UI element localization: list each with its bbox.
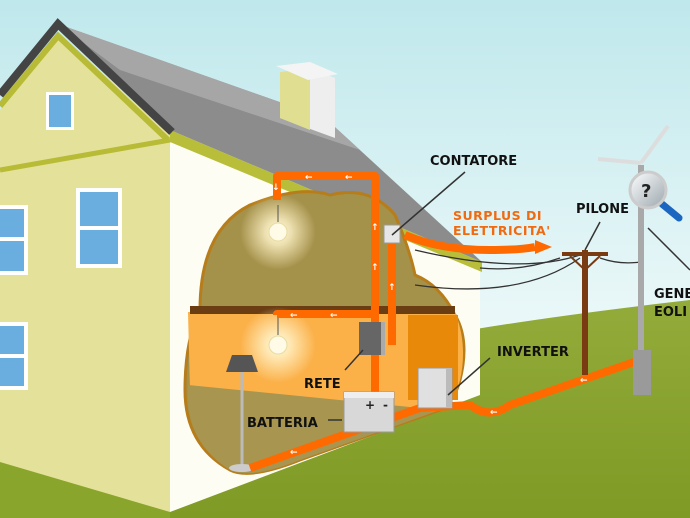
label-surplus-1: SURPLUS DI: [453, 208, 542, 223]
chimney-cap: [276, 62, 338, 80]
inverter-box-icon: [417, 367, 453, 409]
meter-box-icon: [383, 224, 401, 244]
front-trim: [0, 31, 171, 143]
power-wires: [248, 172, 642, 472]
front-band: [0, 137, 171, 173]
battery-plus: +: [365, 398, 375, 412]
svg-text:←: ←: [345, 173, 353, 183]
battery-icon: + -: [343, 391, 395, 433]
flow-arrows: ← ← ← ← ↑ ↑ ↑ ↓ ← ← ←: [272, 173, 588, 458]
floor-lamp-icon: [226, 355, 258, 472]
window-upper-left: [0, 205, 28, 275]
overhead-cables: [414, 249, 641, 290]
svg-text:←: ←: [305, 173, 313, 183]
light-bulb-icon: [268, 318, 288, 355]
label-batteria: BATTERIA: [247, 416, 318, 431]
magnifier-help-icon[interactable]: ?: [628, 170, 683, 222]
svg-text:↑: ↑: [371, 223, 379, 233]
svg-text:↑: ↑: [388, 283, 396, 293]
label-contatore: CONTATORE: [430, 154, 517, 169]
label-generatore-1: GENE: [654, 287, 690, 302]
chimney-front: [280, 68, 310, 130]
svg-text:←: ←: [580, 376, 588, 386]
svg-text:←: ←: [290, 311, 298, 321]
wind-turbine-icon: [597, 124, 670, 395]
svg-text:←: ←: [330, 311, 338, 321]
label-inverter: INVERTER: [497, 345, 569, 360]
utility-pole-icon: [562, 250, 608, 375]
front-roof-edge: [0, 18, 175, 135]
light-bulb-icon: [268, 205, 288, 242]
label-pilone: PILONE: [576, 202, 629, 217]
house-front: [0, 32, 170, 512]
window-attic: [46, 92, 74, 130]
label-surplus-2: ELETTRICITA': [453, 223, 551, 238]
grid-panel-icon: [359, 322, 385, 355]
battery-minus: -: [383, 398, 388, 412]
svg-text:←: ←: [290, 448, 298, 458]
svg-text:↓: ↓: [272, 183, 280, 193]
svg-text:←: ←: [490, 408, 498, 418]
label-leaders: [328, 171, 690, 421]
window-lower-left: [0, 322, 28, 390]
help-symbol: ?: [641, 181, 651, 202]
svg-text:↑: ↑: [371, 263, 379, 273]
label-rete: RETE: [304, 377, 341, 392]
label-generatore-2: EOLI: [654, 305, 687, 320]
window-upper-right: [76, 188, 122, 268]
